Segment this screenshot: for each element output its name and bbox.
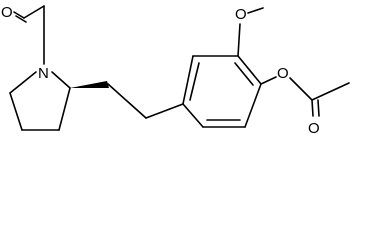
methoxy-group: [237, 7, 264, 57]
atom-o-left-carbonyl: O: [1, 4, 13, 21]
ring-inner-bond-b: [234, 62, 254, 86]
bond-c4-c5: [9, 92, 23, 131]
bond-carbonyl-double-right-1: [311, 99, 314, 117]
ring-inner-bond-c: [189, 62, 200, 101]
bond-carbonyl-double-2: [15, 15, 27, 23]
ring-bond-6: [182, 55, 194, 105]
atom-n-pyrrolidine: N: [38, 65, 49, 82]
atom-o-right-carbonyl: O: [308, 120, 320, 137]
benzene-ring: [182, 55, 262, 128]
bond-carbonyl-c-methyl: [311, 82, 350, 101]
ring-bond-4: [237, 55, 262, 85]
wedge-bond: [70, 81, 109, 88]
bond-carbonyl-double-1: [13, 11, 25, 19]
bond-c2-c3: [58, 87, 71, 131]
bond-c5-n: [9, 71, 37, 94]
bond-aryl-ester-o: [260, 76, 277, 85]
ring-bond-3: [244, 83, 262, 128]
bond-ch2-ch2: [107, 83, 147, 119]
bond-carbonyl-double-right-2: [317, 99, 320, 117]
atom-o-ester: O: [277, 65, 289, 82]
structure-diagram: O N O O O: [1, 4, 350, 137]
acetate-group: [260, 76, 350, 117]
bond-ch2-aryl: [145, 103, 184, 119]
bond-aryl-methoxy-o: [237, 23, 241, 57]
bond-methoxy-o-methyl: [247, 7, 264, 14]
bond-ester-o-carbonyl-c: [289, 77, 313, 101]
bond-n-c2: [51, 71, 71, 89]
left-acetyl-group: [13, 5, 45, 65]
ring-bond-1: [182, 103, 204, 128]
bond-acetyl-methyl-to-carbonyl: [23, 5, 45, 19]
pyrrolidine-ring: [9, 71, 71, 131]
molecule-drawing: O N O O O: [1, 4, 350, 137]
ethyl-linker: [107, 83, 184, 119]
atom-o-methoxy: O: [235, 6, 247, 23]
